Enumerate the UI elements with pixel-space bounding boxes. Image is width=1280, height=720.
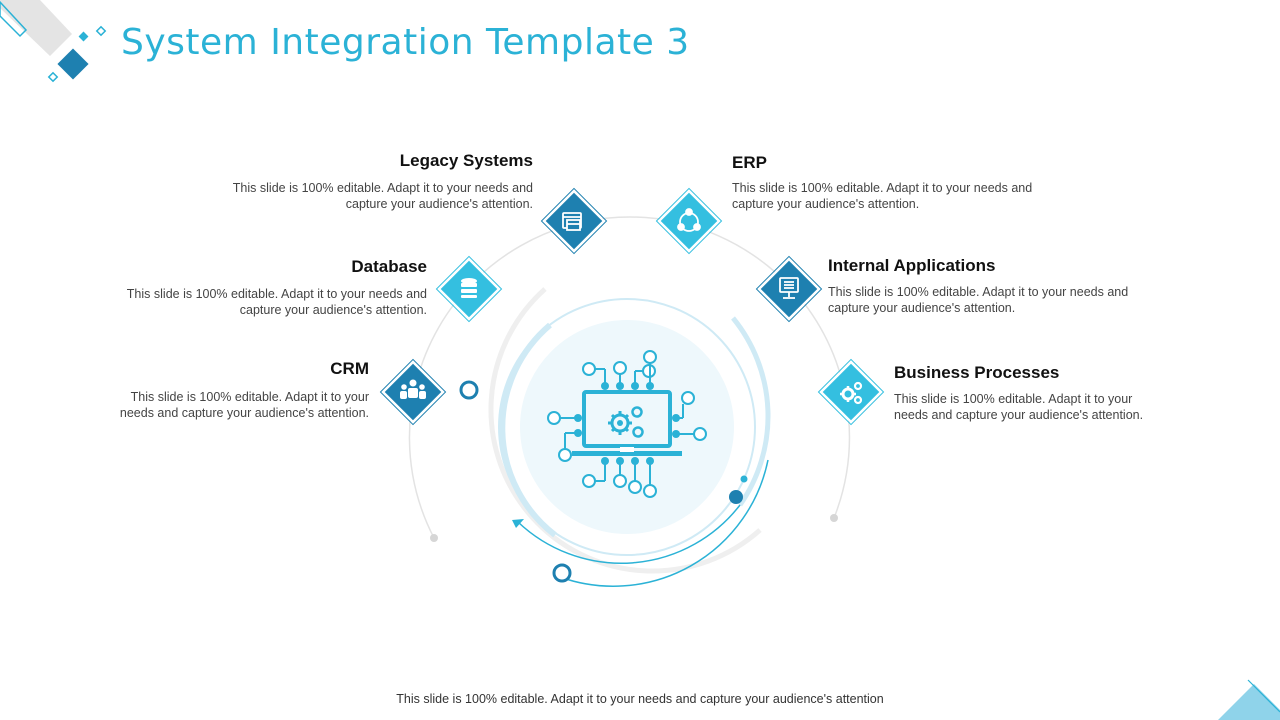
- diamond-business-processes: [817, 358, 885, 426]
- database-heading: Database: [351, 257, 427, 276]
- monitor-icon: [779, 277, 799, 299]
- legacy-systems-heading: Legacy Systems: [399, 151, 533, 170]
- erp-description: This slide is 100% editable. Adapt it to…: [732, 181, 1033, 211]
- gears-icon: [840, 381, 863, 405]
- database-icon: [461, 278, 477, 298]
- footer-note: This slide is 100% editable. Adapt it to…: [396, 692, 884, 706]
- corner-decoration-top-left: [0, 0, 107, 83]
- erp-heading: ERP: [732, 153, 767, 172]
- diamond-crm: [379, 358, 447, 426]
- arrow-arc: [517, 504, 741, 564]
- diamond-legacy-systems: [540, 187, 608, 255]
- crm-heading: CRM: [330, 359, 369, 378]
- business-processes-heading: Business Processes: [894, 363, 1060, 382]
- network-cycle-icon: [677, 208, 701, 232]
- diamond-erp: [655, 187, 723, 255]
- diamond-database: [435, 255, 503, 323]
- slide-title: System Integration Template 3: [121, 22, 690, 63]
- internal-applications-description: This slide is 100% editable. Adapt it to…: [828, 285, 1129, 315]
- browser-window-icon: [562, 212, 582, 231]
- business-processes-description: This slide is 100% editable. Adapt it to…: [894, 392, 1144, 422]
- crm-description: This slide is 100% editable. Adapt it to…: [119, 390, 369, 420]
- diamond-internal-applications: [755, 255, 823, 323]
- legacy-systems-description: This slide is 100% editable. Adapt it to…: [232, 181, 533, 211]
- people-group-icon: [400, 379, 426, 399]
- corner-decoration-bottom-right: [1218, 679, 1280, 720]
- database-description: This slide is 100% editable. Adapt it to…: [126, 287, 427, 317]
- internal-applications-heading: Internal Applications: [828, 256, 996, 275]
- laptop-circuit-gears-icon: [547, 350, 707, 498]
